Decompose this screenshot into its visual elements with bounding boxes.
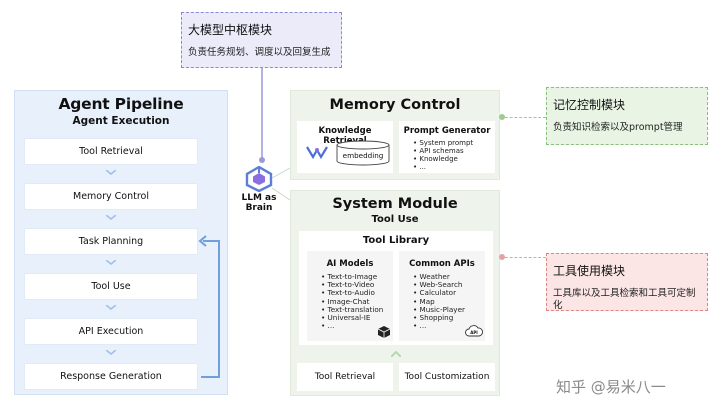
pipeline-step-api-execution: API Execution xyxy=(25,319,197,344)
pipeline-step-response-generation: Response Generation xyxy=(25,364,197,389)
llm-brain-icon xyxy=(245,166,273,192)
list-item: • ... xyxy=(413,321,427,331)
tools-annotation: 工具使用模块 工具库以及工具检索和工具可定制化 xyxy=(546,253,708,311)
chevron-down-icon xyxy=(106,260,116,265)
memory-control-title: Memory Control xyxy=(329,97,461,113)
memory-annotation-title: 记忆控制模块 xyxy=(553,98,626,112)
llm-hub-annotation: 大模型中枢模块 负责任务规划、调度以及回复生成 xyxy=(181,12,342,68)
tool-retrieval-box: Tool Retrieval xyxy=(297,363,393,391)
chevron-down-icon xyxy=(106,170,116,175)
common-apis-list: • Weather • Web-Search • Calculator • Ma… xyxy=(413,272,485,331)
agent-pipeline-panel: Agent Pipeline Agent Execution Tool Retr… xyxy=(14,90,228,395)
chevron-up-icon xyxy=(391,351,401,357)
database-icon xyxy=(336,140,390,166)
list-item: • Text-to-Image xyxy=(321,272,378,281)
pipeline-step-tool-retrieval: Tool Retrieval xyxy=(25,139,197,164)
prompt-generator-title: Prompt Generator xyxy=(403,126,491,136)
list-item: • ... xyxy=(321,321,335,331)
tools-annotation-title: 工具使用模块 xyxy=(553,264,626,278)
loop-back-arrow xyxy=(198,235,220,378)
tool-library-title: Tool Library xyxy=(362,235,430,246)
system-module-panel: System Module Tool Use Tool Library AI M… xyxy=(290,190,500,396)
system-module-title: System Module xyxy=(332,196,458,212)
cube-icon xyxy=(377,326,391,338)
llm-hub-annotation-body: 负责任务规划、调度以及回复生成 xyxy=(188,47,331,58)
api-cloud-label: API xyxy=(470,330,478,335)
api-cloud-icon xyxy=(465,325,483,337)
memory-annotation-body: 负责知识检索以及prompt管理 xyxy=(553,122,683,133)
pipeline-step-tool-use: Tool Use xyxy=(25,274,197,299)
brain-connectors xyxy=(271,167,291,201)
prompt-generator-list: • System prompt • API schemas • Knowledg… xyxy=(399,139,495,171)
llm-brain-label: LLM as Brain xyxy=(238,193,280,213)
llm-hub-annotation-title: 大模型中枢模块 xyxy=(188,23,273,37)
tools-connector xyxy=(500,257,546,258)
list-item: • Text-translation xyxy=(321,304,384,314)
list-item: • Weather xyxy=(413,272,450,281)
memory-control-panel: Memory Control Knowledge Retrieval embed… xyxy=(290,90,500,180)
list-item: • Image-Chat xyxy=(321,296,370,306)
list-item: • ... xyxy=(413,163,427,171)
list-item: • Knowledge xyxy=(413,155,458,163)
agent-pipeline-subtitle: Agent Execution xyxy=(72,115,170,127)
llm-hub-connector xyxy=(259,68,265,163)
watermark: 知乎 @易米八一 xyxy=(556,378,666,396)
memory-connector xyxy=(500,117,546,118)
tools-annotation-body: 工具库以及工具检索和工具可定制化 xyxy=(553,288,696,311)
list-item: • Calculator xyxy=(413,288,457,298)
system-module-subtitle: Tool Use xyxy=(371,214,419,225)
list-item: • Music-Player xyxy=(413,304,465,314)
list-item: • Web-Search xyxy=(413,280,463,290)
list-item: • Text-to-Video xyxy=(321,280,375,290)
llm-brain-label-line2: Brain xyxy=(245,203,273,213)
list-item: • Universal-IE xyxy=(321,313,371,323)
common-apis-title: Common APIs xyxy=(409,259,475,269)
knowledge-retrieval-title: Knowledge Retrieval xyxy=(318,126,372,146)
knowledge-retrieval-box: Knowledge Retrieval embedding xyxy=(297,121,393,173)
vector-db-icon xyxy=(306,146,328,160)
prompt-generator-box: Prompt Generator • System prompt • API s… xyxy=(399,121,495,173)
tools-connector-dot xyxy=(499,254,505,260)
chevron-down-icon xyxy=(106,215,116,220)
ai-models-title: AI Models xyxy=(326,259,374,269)
list-item: • System prompt xyxy=(413,139,474,147)
list-item: • Shopping xyxy=(413,313,454,323)
llm-brain-label-line1: LLM as xyxy=(241,193,277,203)
chevron-down-icon xyxy=(106,305,116,310)
agent-pipeline-title: Agent Pipeline xyxy=(58,95,184,113)
memory-connector-dot xyxy=(499,114,505,120)
list-item: • API schemas xyxy=(413,147,464,155)
embedding-label: embedding xyxy=(342,151,384,160)
pipeline-step-task-planning: Task Planning xyxy=(25,229,197,254)
tool-customization-box: Tool Customization xyxy=(399,363,495,391)
memory-annotation: 记忆控制模块 负责知识检索以及prompt管理 xyxy=(546,87,708,145)
list-item: • Map xyxy=(413,296,435,306)
tool-library-box: Tool Library AI Models • Text-to-Image •… xyxy=(299,231,493,345)
chevron-down-icon xyxy=(106,350,116,355)
ai-models-box: AI Models • Text-to-Image • Text-to-Vide… xyxy=(307,251,393,341)
pipeline-step-memory-control: Memory Control xyxy=(25,184,197,209)
common-apis-box: Common APIs • Weather • Web-Search • Cal… xyxy=(399,251,485,341)
list-item: • Text-to-Audio xyxy=(321,288,375,298)
ai-models-list: • Text-to-Image • Text-to-Video • Text-t… xyxy=(321,272,393,331)
